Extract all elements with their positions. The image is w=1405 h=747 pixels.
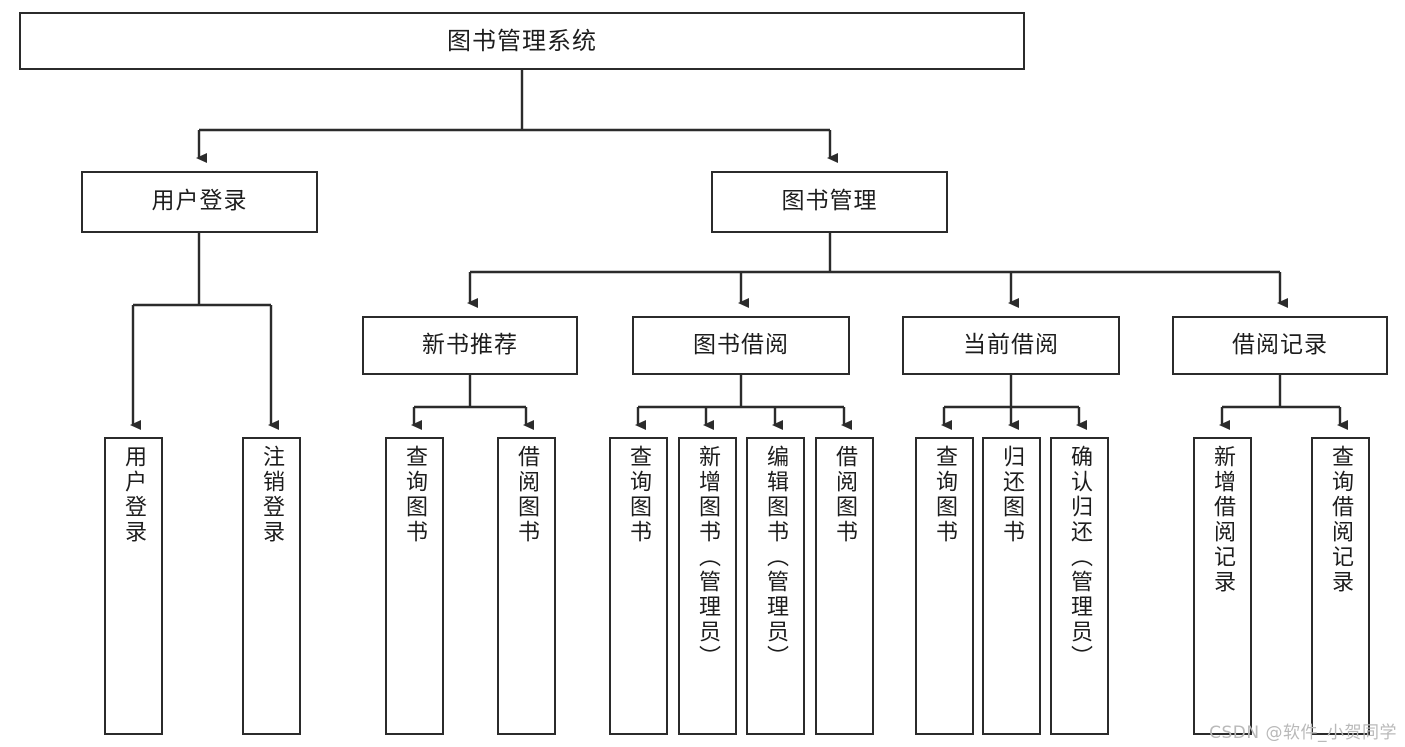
node-label: 查询图书 (932, 445, 958, 545)
leaf-user-login-logout[interactable]: 注销登录 (242, 437, 301, 735)
leaf-current-borrow-confirm-return-admin[interactable]: 确认归还（管理员） (1050, 437, 1109, 735)
node-label: 图书管理 (781, 188, 878, 215)
node-current-borrow[interactable]: 当前借阅 (902, 316, 1120, 375)
node-book-management[interactable]: 图书管理 (711, 171, 948, 233)
node-label: 新增图书（管理员） (695, 445, 721, 670)
leaf-user-login-login[interactable]: 用户登录 (104, 437, 163, 735)
leaf-current-borrow-return-book[interactable]: 归还图书 (982, 437, 1041, 735)
node-label: 归还图书 (999, 445, 1025, 545)
leaf-book-borrow-query-book[interactable]: 查询图书 (609, 437, 668, 735)
leaf-current-borrow-query-book[interactable]: 查询图书 (915, 437, 974, 735)
node-new-book-recommend[interactable]: 新书推荐 (362, 316, 578, 375)
node-label: 当前借阅 (963, 331, 1059, 358)
leaf-book-borrow-borrow-book[interactable]: 借阅图书 (815, 437, 874, 735)
leaf-new-book-borrow-book[interactable]: 借阅图书 (497, 437, 556, 735)
node-label: 新书推荐 (422, 331, 518, 358)
node-label: 查询图书 (402, 445, 428, 545)
node-label: 确认归还（管理员） (1067, 445, 1093, 670)
leaf-new-book-query-book[interactable]: 查询图书 (385, 437, 444, 735)
leaf-borrow-record-add-record[interactable]: 新增借阅记录 (1193, 437, 1252, 735)
node-borrow-record[interactable]: 借阅记录 (1172, 316, 1388, 375)
leaf-book-borrow-edit-book-admin[interactable]: 编辑图书（管理员） (746, 437, 805, 735)
leaf-borrow-record-query-record[interactable]: 查询借阅记录 (1311, 437, 1370, 735)
node-label: 新增借阅记录 (1210, 445, 1236, 595)
node-label: 借阅记录 (1232, 331, 1328, 358)
csdn-watermark: CSDN @软件_小贺同学 (1209, 723, 1397, 743)
node-label: 借阅图书 (514, 445, 540, 545)
node-book-borrow[interactable]: 图书借阅 (632, 316, 850, 375)
node-label: 查询借阅记录 (1328, 445, 1354, 595)
leaf-book-borrow-add-book-admin[interactable]: 新增图书（管理员） (678, 437, 737, 735)
node-label: 编辑图书（管理员） (763, 445, 789, 670)
node-label: 图书借阅 (693, 331, 789, 358)
node-root-book-management-system[interactable]: 图书管理系统 (19, 12, 1025, 70)
node-label: 查询图书 (626, 445, 652, 545)
node-label: 注销登录 (259, 445, 285, 545)
node-label: 图书管理系统 (447, 26, 597, 55)
node-label: 用户登录 (151, 188, 248, 215)
node-label: 用户登录 (121, 445, 147, 545)
node-label: 借阅图书 (832, 445, 858, 545)
node-user-login[interactable]: 用户登录 (81, 171, 318, 233)
